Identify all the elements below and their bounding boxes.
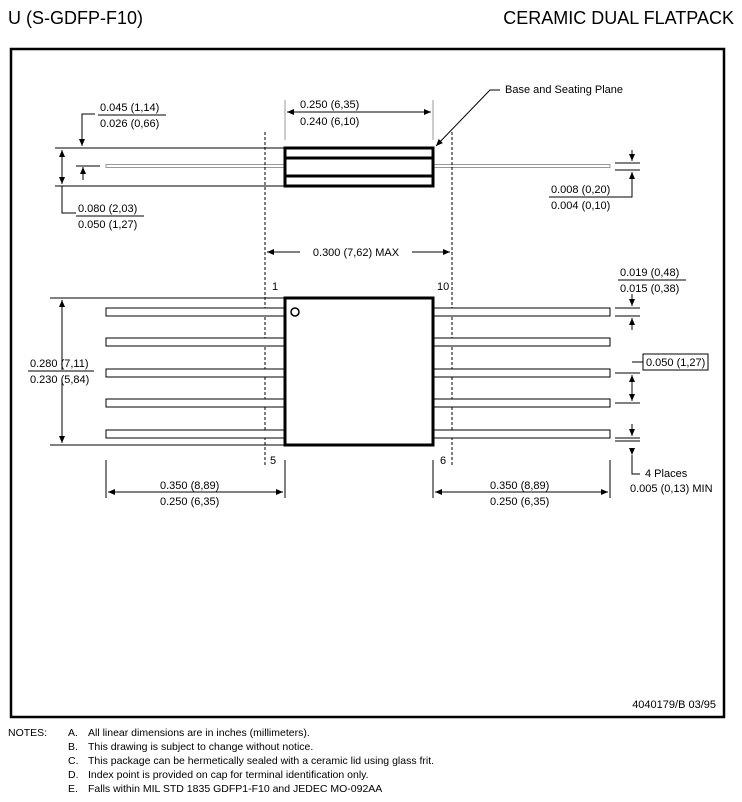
- note-letter: D.: [68, 769, 79, 781]
- pin-6-label: 6: [440, 455, 446, 467]
- index-mark: [290, 307, 300, 317]
- notes: NOTES: A. All linear dimensions are in i…: [8, 727, 434, 795]
- dim-body-width-min: 0.240 (6,10): [300, 116, 359, 128]
- dim-lead-gauge-min: 0.004 (0,10): [551, 200, 610, 212]
- dim-span: 0.300 (7,62) MAX: [313, 247, 400, 259]
- seating-plane-label: Base and Seating Plane: [505, 84, 623, 96]
- note-letter: A.: [68, 727, 78, 739]
- package-name: CERAMIC DUAL FLATPACK: [503, 8, 734, 28]
- top-view: [50, 294, 643, 498]
- dim-body-length-max: 0.280 (7,11): [30, 358, 89, 370]
- pin-5-label: 5: [270, 455, 276, 467]
- dim-lead-length-right-max: 0.350 (8,89): [490, 480, 549, 492]
- dim-lead-length-right-min: 0.250 (6,35): [490, 496, 549, 508]
- note-text: All linear dimensions are in inches (mil…: [88, 727, 310, 739]
- dim-pitch: 0.050 (1,27): [646, 357, 705, 369]
- side-view: [55, 89, 640, 465]
- pin-1-label: 1: [272, 281, 278, 293]
- dim-lead-length-left-max: 0.350 (8,89): [160, 480, 219, 492]
- note-letter: C.: [68, 755, 79, 767]
- package-body-top: [283, 296, 435, 447]
- drawing-frame: [9, 47, 726, 719]
- pin-10-label: 10: [437, 281, 449, 293]
- dim-height-min: 0.050 (1,27): [78, 219, 137, 231]
- dim-lead-thickness-min: 0.026 (0,66): [100, 118, 159, 130]
- dim-body-length-min: 0.230 (5,84): [30, 374, 89, 386]
- package-body-side: [283, 146, 435, 188]
- dim-lead-width-min: 0.015 (0,38): [620, 283, 679, 295]
- note-text: Index point is provided on cap for termi…: [88, 769, 369, 781]
- notes-label: NOTES:: [8, 727, 47, 739]
- dim-min-clearance: 0.005 (0,13) MIN: [630, 483, 713, 495]
- note-text: This drawing is subject to change withou…: [88, 741, 313, 753]
- note-letter: E.: [68, 783, 78, 795]
- note-letter: B.: [68, 741, 78, 753]
- drawing-number: 4040179/B 03/95: [632, 699, 716, 711]
- note-text: This package can be hermetically sealed …: [88, 755, 434, 767]
- dim-lead-length-left-min: 0.250 (6,35): [160, 496, 219, 508]
- dim-lead-gauge-max: 0.008 (0,20): [551, 184, 610, 196]
- dim-body-width-max: 0.250 (6,35): [300, 99, 359, 111]
- pitch-box: [642, 353, 709, 371]
- dim-lead-thickness-max: 0.045 (1,14): [100, 102, 159, 114]
- package-code: U (S-GDFP-F10): [8, 8, 143, 28]
- places-label: 4 Places: [645, 468, 688, 480]
- dim-height-max: 0.080 (2,03): [78, 203, 137, 215]
- note-text: Falls within MIL STD 1835 GDFP1-F10 and …: [88, 783, 382, 795]
- dim-lead-width-max: 0.019 (0,48): [620, 267, 679, 279]
